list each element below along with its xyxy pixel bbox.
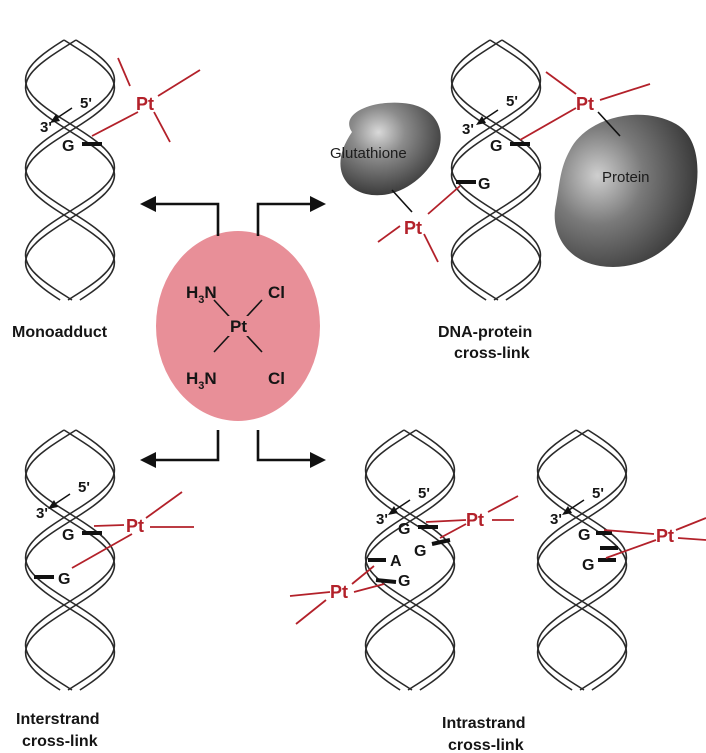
intrastrand-panel-1: 3' 5' G G Pt A G Pt — [290, 485, 518, 624]
strand-edge — [452, 40, 541, 300]
glutathione-label: Glutathione — [330, 145, 407, 162]
platinum-label: Pt — [656, 526, 674, 546]
interstrand-caption-line1: Interstrand — [16, 711, 100, 728]
five-prime-label: 5' — [506, 93, 518, 110]
ligand-cl-top: Cl — [268, 283, 285, 302]
strand-edge — [26, 40, 115, 300]
pt-arm — [676, 518, 706, 530]
arrow-head — [310, 196, 326, 212]
protein-blob — [555, 115, 698, 267]
pt-arm — [290, 592, 330, 596]
protein-label: Protein — [602, 169, 650, 186]
platinum-label: Pt — [466, 510, 484, 530]
dna-helix-interstrand — [26, 430, 115, 690]
pt-g-bond — [72, 534, 132, 568]
dna-protein-panel: Glutathione Protein 3' 5' G Pt G Pt DNA-… — [330, 72, 698, 362]
pt-arm — [678, 538, 706, 540]
adenine-label: A — [390, 553, 402, 570]
pt-arm — [154, 112, 170, 142]
strand-edge — [452, 40, 541, 300]
dna-protein-caption-line2: cross-link — [454, 345, 530, 362]
pt-arm — [546, 72, 576, 94]
pt-g-bond — [92, 112, 138, 136]
platinum-label: Pt — [576, 94, 594, 114]
guanine-label: G — [582, 557, 594, 574]
strand-edge — [26, 40, 115, 300]
arrow-head — [48, 500, 58, 509]
intrastrand-caption-line1: Intrastrand — [442, 715, 526, 732]
ligand-cl-bottom: Cl — [268, 369, 285, 388]
five-prime-label: 5' — [418, 485, 430, 502]
three-prime-label: 3' — [36, 505, 48, 522]
intrastrand-panel-2: 3' 5' G G Pt — [550, 485, 706, 574]
pt-arm — [600, 84, 650, 100]
guanine-label: G — [62, 138, 74, 155]
platinum-label: Pt — [136, 94, 154, 114]
guanine-label: G — [414, 543, 426, 560]
arrow-to-monoadduct — [146, 204, 218, 236]
guanine-label: G — [490, 138, 502, 155]
arrow-head — [140, 452, 156, 468]
dna-protein-caption-line1: DNA-protein — [438, 324, 532, 341]
strand-edge — [26, 40, 115, 300]
pt-g-bond — [94, 525, 124, 526]
guanine-label: G — [398, 573, 410, 590]
strand-edge — [26, 430, 115, 690]
pt-g-bond — [426, 520, 466, 522]
base-bar — [376, 580, 396, 582]
five-prime-label: 5' — [80, 95, 92, 112]
strand-edge — [452, 40, 541, 300]
pt-arm — [118, 58, 130, 86]
monoadduct-caption: Monoadduct — [12, 324, 108, 341]
pt-g-bond — [440, 524, 466, 538]
intrastrand-caption-line2: cross-link — [448, 737, 524, 753]
strand-edge — [26, 430, 115, 690]
guanine-label: G — [398, 521, 410, 538]
arrow-head — [310, 452, 326, 468]
three-prime-label: 3' — [40, 119, 52, 136]
pt-arm — [146, 492, 182, 518]
platinum-label: Pt — [330, 582, 348, 602]
interstrand-caption-line2: cross-link — [22, 733, 98, 750]
three-prime-label: 3' — [462, 121, 474, 138]
arrow-to-dna-protein — [258, 204, 318, 236]
platinum-label: Pt — [126, 516, 144, 536]
pt-g-bond — [520, 108, 576, 140]
strand-edge — [26, 430, 115, 690]
pt-a-bond — [352, 566, 374, 584]
platinum-label: Pt — [404, 218, 422, 238]
dna-helix-dna-protein — [452, 40, 541, 300]
guanine-label: G — [58, 571, 70, 588]
guanine-label: G — [62, 527, 74, 544]
five-prime-label: 5' — [78, 479, 90, 496]
pt-g-bond — [428, 186, 460, 214]
pt-arm — [158, 70, 200, 96]
guanine-label: G — [578, 527, 590, 544]
five-prime-label: 5' — [592, 485, 604, 502]
dna-helix-monoadduct — [26, 40, 115, 300]
strand-edge — [26, 430, 115, 690]
arrow-head — [140, 196, 156, 212]
pt-arm — [378, 226, 400, 242]
arrow-to-intrastrand — [258, 430, 318, 460]
pt-arm — [424, 234, 438, 262]
pt-arm — [488, 496, 518, 512]
strand-edge — [452, 40, 541, 300]
three-prime-label: 3' — [376, 511, 388, 528]
guanine-label: G — [478, 176, 490, 193]
arrow-to-interstrand — [146, 430, 218, 460]
cisplatin-molecule: H3N H3N Cl Cl Pt — [156, 231, 320, 421]
interstrand-panel: 3' 5' G G Pt Interstrand cross-link — [16, 479, 194, 750]
base-bar — [432, 540, 450, 544]
three-prime-label: 3' — [550, 511, 562, 528]
center-pt-label: Pt — [230, 317, 247, 336]
pt-arm — [296, 600, 326, 624]
strand-edge — [26, 40, 115, 300]
pt-glutathione-bond — [392, 190, 412, 212]
